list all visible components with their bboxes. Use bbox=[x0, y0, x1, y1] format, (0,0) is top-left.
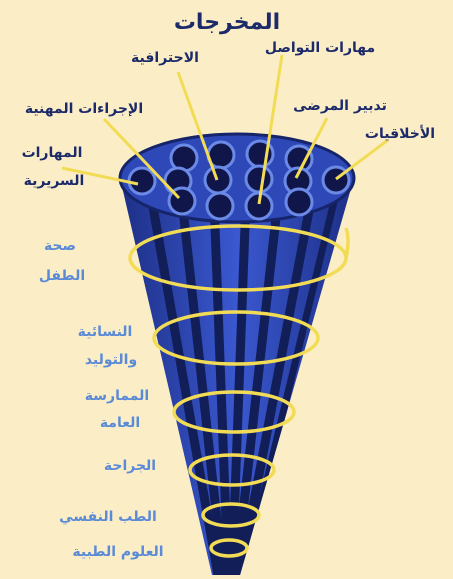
discipline-psychiatry: الطب النفسي bbox=[59, 509, 157, 525]
discipline-obgyn-line2: والتوليد bbox=[85, 352, 137, 368]
discipline-general-practice-line1: الممارسة bbox=[85, 388, 149, 404]
discipline-surgery: الجراحة bbox=[104, 458, 156, 474]
discipline-medical-sciences: العلوم الطبية bbox=[72, 544, 163, 560]
outcome-professionalism: الاحترافية bbox=[131, 50, 199, 66]
outcome-ethics: الأخلاقيات bbox=[365, 125, 435, 142]
diagram-title: المخرجات bbox=[174, 10, 280, 35]
outcome-clinical-skills-line1: المهارات bbox=[22, 145, 83, 161]
discipline-child-health-line2: الطفل bbox=[39, 268, 85, 284]
discipline-obgyn-line1: النسائية bbox=[78, 324, 133, 340]
outcome-patient-management: تدبير المرضى bbox=[293, 98, 387, 114]
discipline-child-health-line1: صحة bbox=[44, 238, 76, 254]
outcome-communication-skills: مهارات التواصل bbox=[265, 40, 375, 56]
outcome-professional-procedures: الإجراءات المهنية bbox=[25, 101, 143, 117]
discipline-general-practice-line2: العامة bbox=[100, 415, 140, 431]
outcome-clinical-skills-line2: السريرية bbox=[24, 173, 85, 189]
